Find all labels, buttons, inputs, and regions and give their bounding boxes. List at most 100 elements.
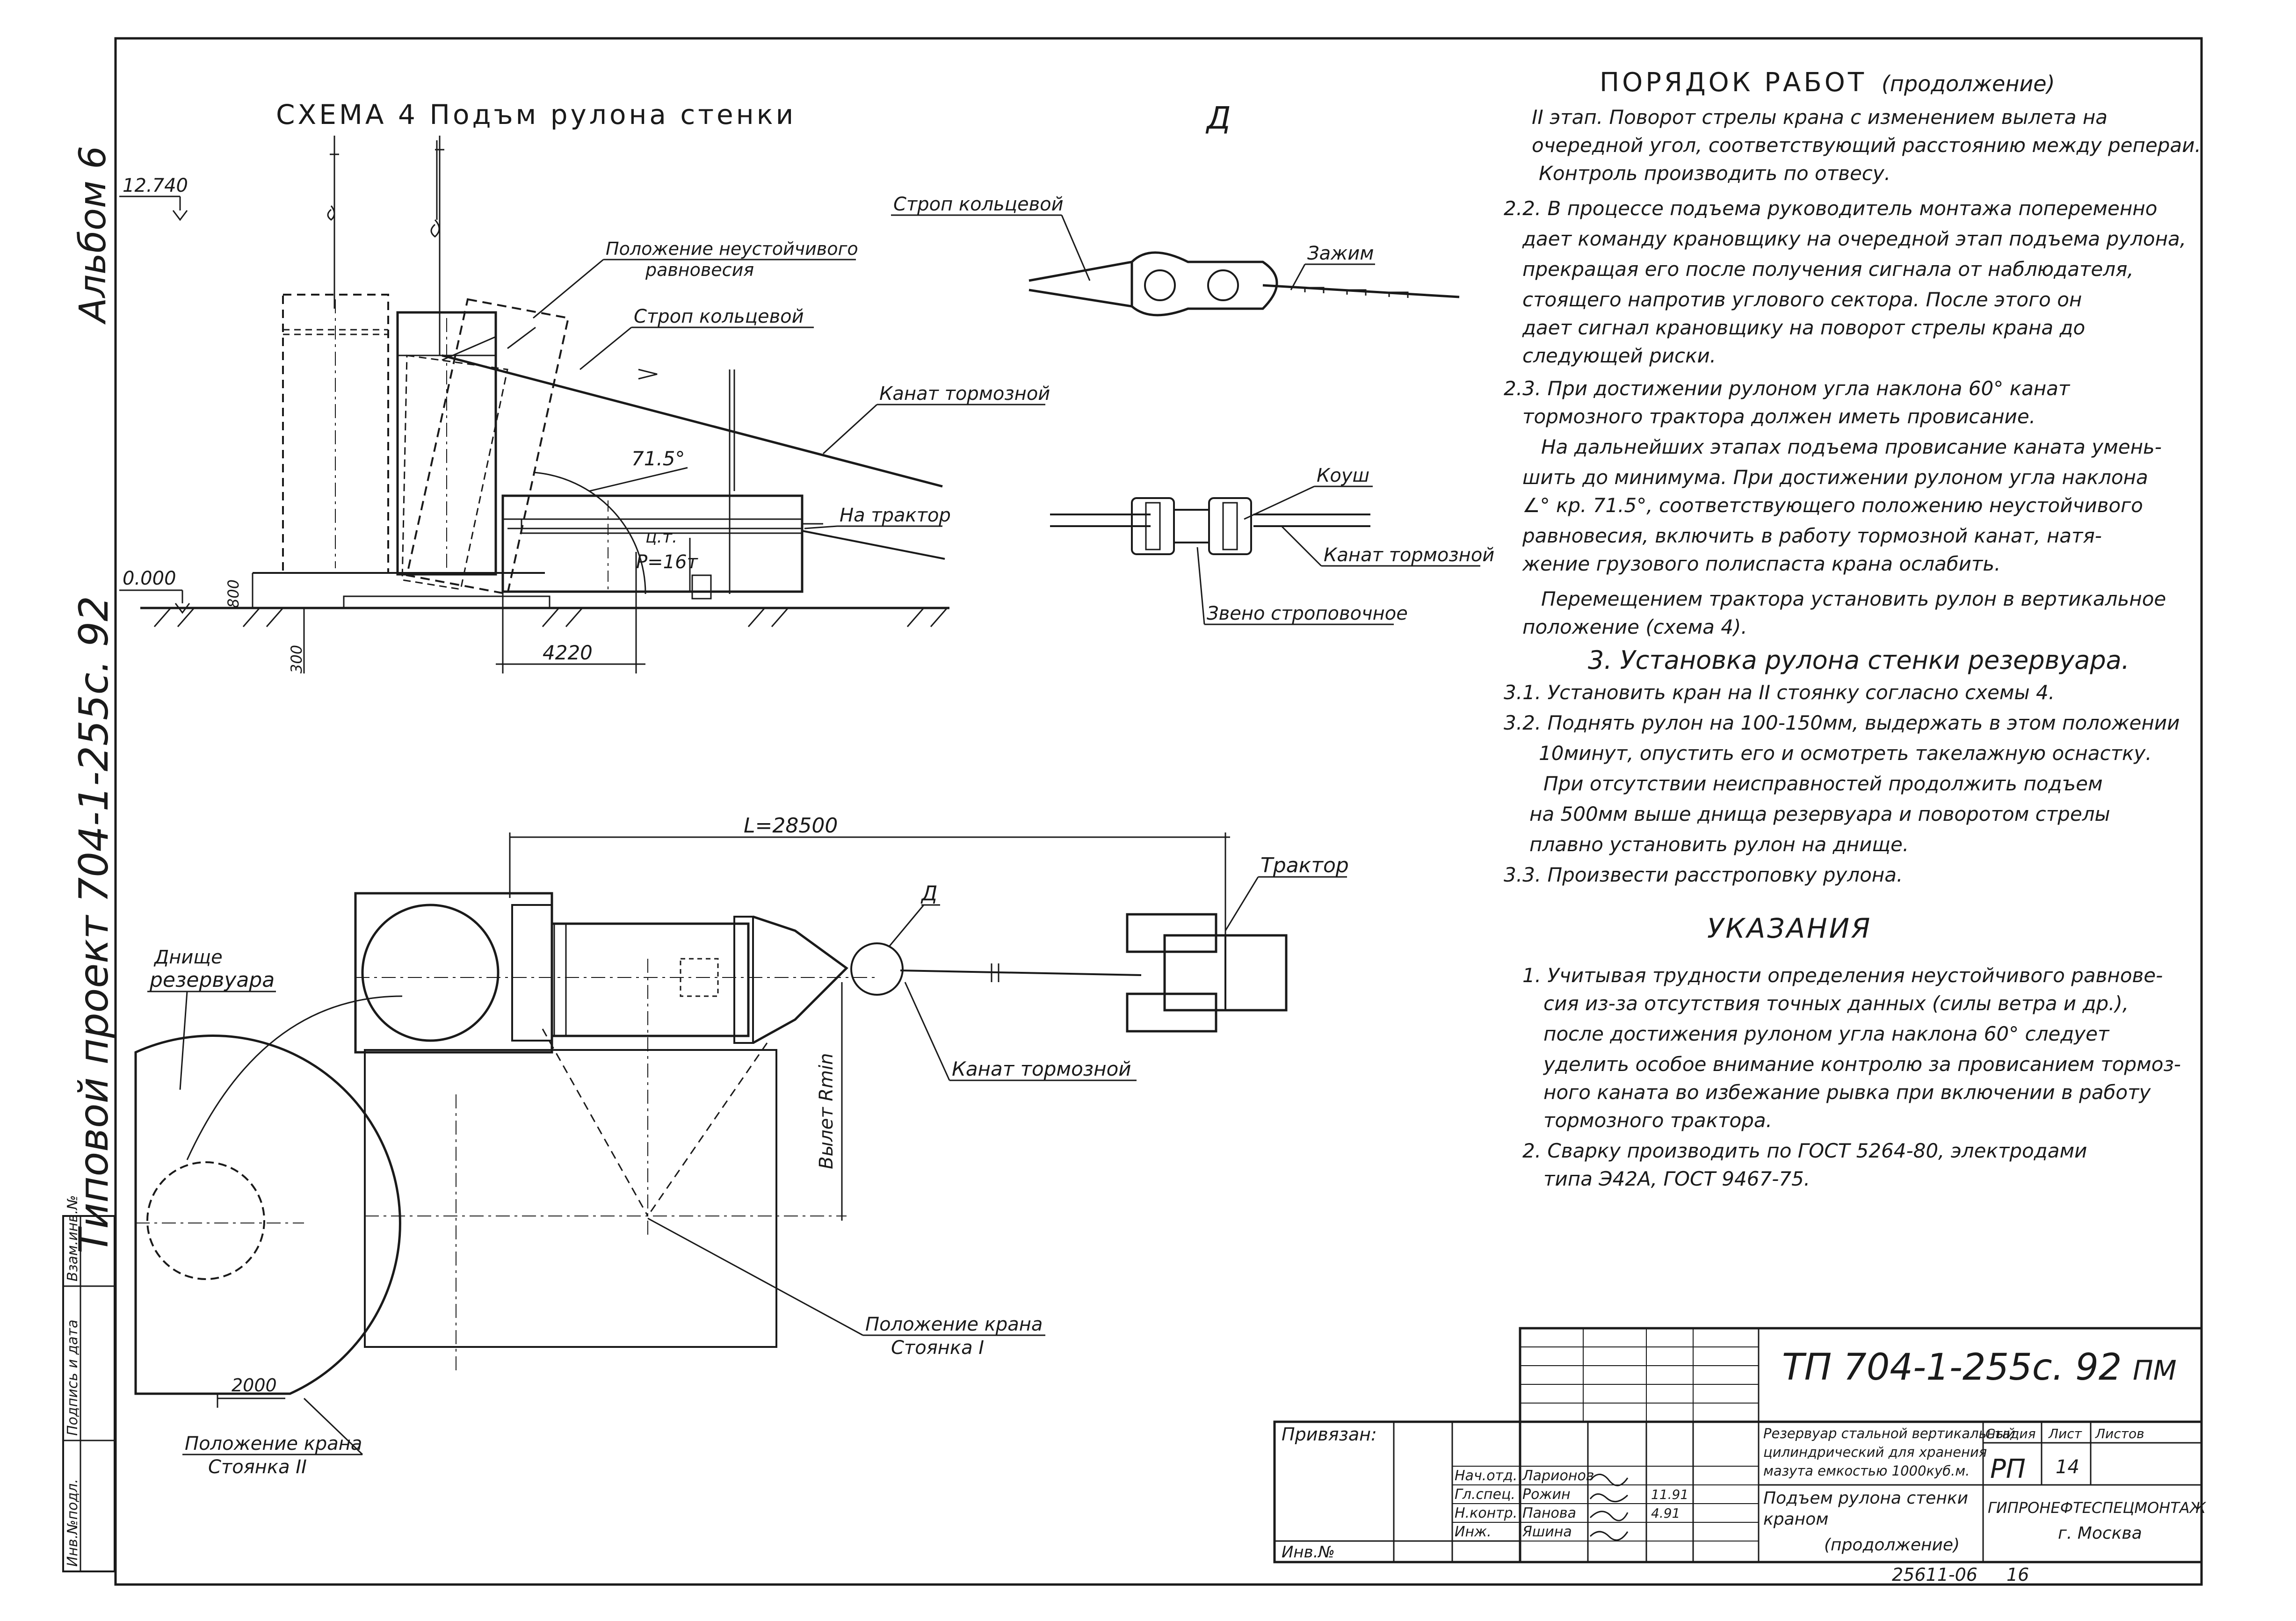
privyazan-label: Привязан: [1282, 1424, 1377, 1445]
date: 11.91 [1651, 1487, 1688, 1502]
dim-4220: 4220 [543, 641, 593, 664]
note-line: Контроль производить по отвесу. [1539, 162, 1890, 185]
left-stamp: Взам.инв.№ Подпись и дата Инв.№подл. [62, 1195, 116, 1572]
section3-line: на 500мм выше днища резервуара и поворот… [1529, 803, 2110, 825]
ring-sling-label: Строп кольцевой [634, 306, 804, 327]
role: Нач.отд. [1455, 1468, 1517, 1484]
note-line: жение грузового полиспаста крана ослабит… [1522, 552, 2000, 575]
dim-2000: 2000 [232, 1375, 277, 1396]
ground-hatch [153, 608, 948, 627]
org-name: ГИПРОНЕФТЕСПЕЦМОНТАЖ [1988, 1499, 2207, 1517]
sheets-label: Листов [2095, 1426, 2144, 1441]
angle-label: 71.5° [631, 447, 685, 470]
instr-line: тормозного трактора. [1543, 1109, 1772, 1132]
elevation-top: 12.740 [123, 175, 188, 196]
instr-line: 2. Сварку производить по ГОСТ 5264-80, э… [1522, 1139, 2087, 1162]
object-line: цилиндрический для хранения [1763, 1444, 1987, 1460]
name: Яшина [1522, 1524, 1572, 1540]
instr-line: уделить особое внимание контролю за пров… [1543, 1053, 2181, 1076]
role: Инж. [1455, 1524, 1492, 1540]
instr-line: ного каната во избежание рывка при включ… [1543, 1081, 2151, 1104]
load-label: P=16т [636, 551, 699, 573]
note-line: очередной угол, соответствующий расстоян… [1532, 134, 2201, 157]
instr-line: 1. Учитывая трудности определения неусто… [1522, 964, 2163, 987]
crane-pos-1-a: Положение крана [865, 1314, 1043, 1335]
note-line: 2.3. При достижении рулоном угла наклона… [1504, 377, 2071, 400]
role: Н.контр. [1455, 1505, 1517, 1521]
section3-line: 10минут, опустить его и осмотреть такела… [1539, 742, 2152, 765]
note-line: стоящего напротив углового сектора. Посл… [1522, 288, 2082, 311]
instr-title: УКАЗАНИЯ [1707, 912, 1872, 944]
crane-pos-2-b: Стоянка II [208, 1456, 307, 1478]
city-name: г. Москва [2058, 1524, 2142, 1543]
date: 4.91 [1651, 1505, 1680, 1521]
note-line: шить до минимума. При достижении рулоном… [1522, 466, 2148, 489]
scheme-title: СХЕМА 4 Подъм рулона стенки [276, 99, 796, 130]
name: Панова [1522, 1505, 1576, 1521]
sheet-title-line: Подъем рулона стенки [1763, 1489, 1968, 1508]
detail-clamp: Зажим [1307, 243, 1374, 264]
notes-title-suffix: (продолжение) [1882, 71, 2055, 96]
note-line: дает команду крановщику на очередной эта… [1522, 227, 2186, 250]
section3-line: При отсутствии неисправностей продолжить… [1543, 772, 2103, 795]
doc-mark: ПМ [2133, 1354, 2177, 1386]
stamp-field: Подпись и дата [65, 1320, 81, 1436]
note-line: 2.2. В процессе подъема руководитель мон… [1504, 197, 2157, 220]
instr-line: после достижения рулоном угла наклона 60… [1543, 1022, 2110, 1045]
sheet-title-line: краном [1763, 1510, 1828, 1529]
notes-block: ПОРЯДОК РАБОТ (продолжение) II этап. Пов… [1504, 67, 2201, 1190]
sheet-frame [114, 37, 2203, 1586]
signature [1589, 1474, 1629, 1541]
doc-code: ТП 704-1-255с. 92 [1782, 1346, 2122, 1389]
crane-pos-2-a: Положение крана [185, 1433, 362, 1455]
archive-number: 25611-06 [1892, 1564, 1977, 1585]
reach-label: Вылет Rmin [816, 1053, 837, 1169]
plan-brake-rope: Канат тормозной [952, 1057, 1131, 1080]
brake-rope-label: Канат тормозной [879, 383, 1050, 405]
detail-brake-rope: Канат тормозной [1324, 544, 1494, 566]
tank-bottom-1: Днище [153, 947, 223, 968]
dim-l: L=28500 [744, 814, 838, 838]
section3-line: 3.1. Установить кран на II стоянку согла… [1504, 681, 2055, 704]
album-label: Альбом 6 [72, 146, 114, 325]
stamp-field: Взам.инв.№ [65, 1195, 81, 1281]
project-label: Типовой проект 704-1-255с. 92 [71, 596, 117, 1253]
note-line: Перемещением трактора установить рулон в… [1541, 587, 2166, 610]
tank-bottom-2: резервуара [149, 968, 275, 992]
archive-sheet: 16 [2006, 1564, 2029, 1585]
cg-label: ц.т. [645, 528, 677, 547]
notes-title-main: ПОРЯДОК РАБОТ [1600, 67, 1867, 98]
name: Рожин [1522, 1486, 1571, 1503]
dim-300: 300 [288, 645, 305, 673]
sheet-title-line: (продолжение) [1824, 1535, 1960, 1555]
detail-ring-sling: Строп кольцевой [893, 194, 1064, 215]
section3-title: 3. Установка рулона стенки резервуара. [1588, 645, 2129, 675]
stage-value: РП [1990, 1454, 2026, 1484]
role: Гл.спец. [1455, 1486, 1515, 1503]
note-line: следующей риски. [1522, 344, 1716, 367]
section3-line: 3.2. Поднять рулон на 100-150мм, выдержа… [1504, 711, 2180, 734]
instr-line: сия из-за отсутствия точных данных (силы… [1543, 992, 2129, 1015]
unstable-label-2: равновесия [645, 260, 754, 280]
scheme-4: СХЕМА 4 Подъм рулона стенки Д 12.740 [119, 99, 1231, 673]
object-line: Резервуар стальной вертикальный [1763, 1426, 2015, 1441]
detail-d: Строп кольцевой Зажим Коуш Канат тормозн… [891, 194, 1494, 625]
section3-line: плавно установить рулон на днище. [1529, 833, 1909, 856]
unstable-label-1: Положение неустойчивого [606, 239, 858, 259]
dim-800: 800 [225, 579, 242, 608]
sheet-label: Лист [2048, 1426, 2082, 1441]
title-block: ТП 704-1-255с. 92 ПМ Привязан: Инв.№ Нач… [1273, 1327, 2207, 1585]
crane-pos-1-b: Стоянка I [891, 1337, 984, 1359]
note-line: равновесия, включить в работу тормозной … [1522, 524, 2102, 547]
note-line: На дальнейших этапах подъема провисание … [1541, 435, 2162, 458]
plan-detail-ref: Д [920, 882, 937, 905]
sheet-no-value: 14 [2056, 1456, 2079, 1478]
note-line: тормозного трактора должен иметь провиса… [1522, 405, 2035, 428]
instr-line: типа Э42А, ГОСТ 9467-75. [1543, 1167, 1810, 1190]
tractor-label: Трактор [1260, 854, 1349, 877]
stamp-field: Инв.№подл. [65, 1479, 81, 1567]
note-line: ∠° кр. 71.5°, соответствующего положению… [1522, 494, 2143, 517]
elevation-zero: 0.000 [123, 568, 176, 589]
inv-no-label: Инв.№ [1282, 1543, 1335, 1562]
